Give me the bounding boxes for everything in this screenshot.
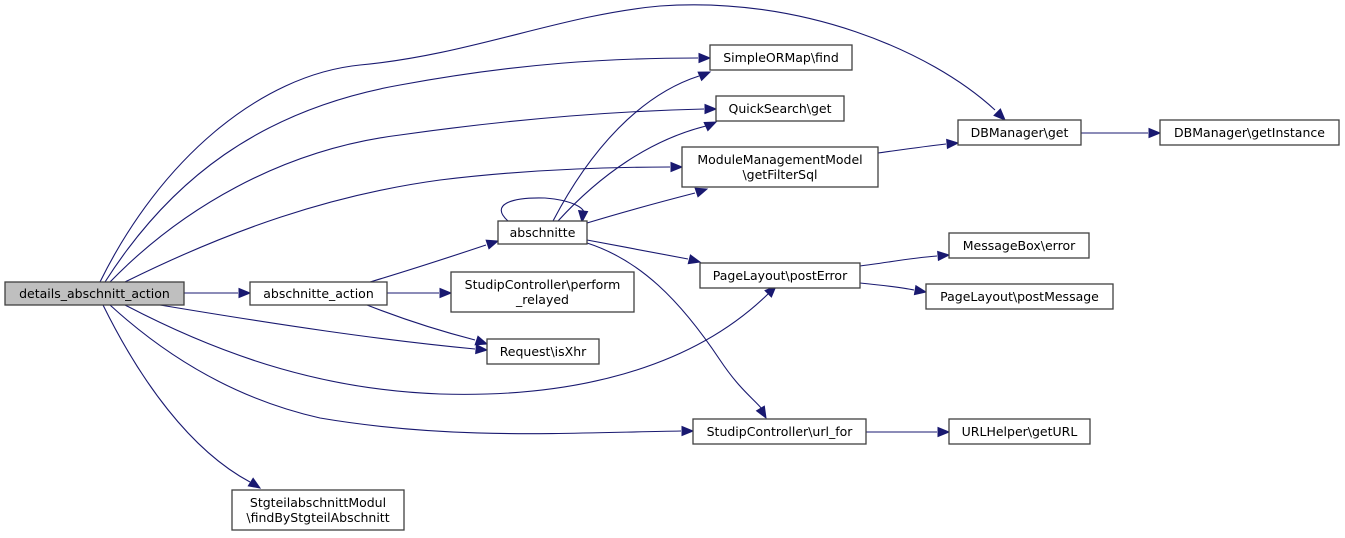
node-label: StgteilabschnittModul	[250, 495, 386, 510]
node-box[interactable]	[925, 283, 1114, 310]
node-studip_url_for[interactable]: StudipController\url_for	[692, 418, 867, 445]
edge-abschnitte-to-pagelayout_posterror	[586, 239, 689, 260]
node-abschnitte_action[interactable]: abschnitte_action	[249, 281, 388, 306]
node-label: \findByStgteilAbschnitt	[246, 510, 389, 525]
node-label: SimpleORMap\find	[723, 50, 839, 65]
node-label: MessageBox\error	[963, 238, 1076, 253]
node-label: PageLayout\postMessage	[940, 289, 1099, 304]
node-box[interactable]	[699, 262, 861, 289]
arrowhead-icon	[694, 187, 709, 198]
edge-details_abschnitt_action-to-pagelayout_posterror	[124, 293, 769, 395]
edge-details_abschnitt_action-to-simpleormap_find	[104, 57, 699, 283]
arrowhead-icon	[755, 405, 767, 420]
edge-abschnitte-to-mmm_getfiltersql	[586, 192, 696, 224]
arrowhead-icon	[474, 335, 489, 346]
node-abschnitte[interactable]: abschnitte	[497, 220, 588, 245]
edge-details_abschnitt_action-to-mmm_getfiltersql	[124, 166, 671, 283]
arrowhead-icon	[937, 426, 951, 438]
node-label: details_abschnitt_action	[19, 286, 170, 301]
node-request_isxhr[interactable]: Request\isXhr	[486, 338, 600, 365]
node-box[interactable]	[948, 232, 1090, 259]
node-box[interactable]	[497, 220, 588, 245]
node-label: PageLayout\postError	[713, 268, 848, 283]
node-box[interactable]	[249, 281, 388, 306]
arrowhead-icon	[698, 52, 712, 64]
arrowhead-icon	[687, 254, 702, 265]
arrowhead-icon	[238, 287, 252, 299]
edge-abschnitte_action-to-abschnitte	[369, 244, 487, 283]
node-box[interactable]	[709, 44, 853, 71]
edge-details_abschnitt_action-to-request_isxhr	[159, 304, 476, 350]
edge-mmm_getfiltersql-to-dbmanager_get	[877, 143, 947, 154]
node-label: abschnitte	[510, 225, 576, 240]
node-label: _relayed	[515, 292, 569, 307]
node-stgteil_find[interactable]: StgteilabschnittModul\findByStgteilAbsch…	[231, 489, 405, 531]
arrowhead-icon	[485, 239, 500, 250]
node-urlhelper_geturl[interactable]: URLHelper\getURL	[948, 418, 1091, 445]
edge-details_abschnitt_action-to-quicksearch_get	[109, 108, 705, 283]
node-box[interactable]	[4, 281, 185, 306]
node-studip_perform_relayed[interactable]: StudipController\perform_relayed	[450, 271, 635, 313]
node-details_abschnitt_action[interactable]: details_abschnitt_action	[4, 281, 185, 306]
node-label: abschnitte_action	[263, 286, 374, 301]
node-label: StudipController\url_for	[707, 424, 854, 439]
node-label: ModuleManagementModel	[697, 152, 862, 167]
node-box[interactable]	[957, 119, 1082, 146]
node-label: DBManager\get	[971, 125, 1069, 140]
node-label: StudipController\perform	[465, 277, 621, 292]
node-dbmanager_getinstance[interactable]: DBManager\getInstance	[1159, 119, 1340, 146]
arrowhead-icon	[697, 71, 712, 82]
edge-abschnitte-to-studip_url_for	[586, 242, 763, 410]
node-label: Request\isXhr	[500, 344, 587, 359]
edge-pagelayout_posterror-to-pagelayout_postmessage	[859, 282, 915, 291]
arrowhead-icon	[670, 161, 684, 173]
node-box[interactable]	[450, 271, 635, 313]
node-messagebox_error[interactable]: MessageBox\error	[948, 232, 1090, 259]
arrowhead-icon	[681, 425, 695, 437]
arrowhead-icon	[946, 138, 960, 150]
edge-pagelayout_posterror-to-messagebox_error	[859, 255, 938, 267]
edge-details_abschnitt_action-to-studip_url_for	[109, 304, 682, 435]
node-box[interactable]	[681, 146, 879, 188]
node-box[interactable]	[486, 338, 600, 365]
arrowhead-icon	[913, 284, 928, 296]
node-quicksearch_get[interactable]: QuickSearch\get	[715, 95, 845, 122]
node-box[interactable]	[948, 418, 1091, 445]
arrowhead-icon	[937, 250, 951, 262]
node-box[interactable]	[692, 418, 867, 445]
edge-details_abschnitt_action-to-stgteil_find	[102, 304, 251, 483]
edge-abschnitte_action-to-request_isxhr	[366, 304, 476, 341]
node-label: DBManager\getInstance	[1174, 125, 1325, 140]
node-box[interactable]	[231, 489, 405, 531]
arrowhead-icon	[703, 121, 718, 132]
arrowhead-icon	[1148, 127, 1162, 139]
arrowhead-icon	[439, 287, 453, 299]
edge-abschnitte-to-quicksearch_get	[557, 125, 707, 222]
node-mmm_getfiltersql[interactable]: ModuleManagementModel\getFilterSql	[681, 146, 879, 188]
edge-abschnitte-to-abschnitte	[500, 197, 585, 222]
arrowhead-icon	[475, 343, 489, 355]
arrowhead-icon	[704, 103, 718, 115]
arrowhead-icon	[577, 210, 589, 224]
node-label: URLHelper\getURL	[962, 424, 1078, 439]
edge-abschnitte-to-simpleormap_find	[552, 75, 700, 222]
node-pagelayout_postmessage[interactable]: PageLayout\postMessage	[925, 283, 1114, 310]
node-pagelayout_posterror[interactable]: PageLayout\postError	[699, 262, 861, 289]
arrowhead-icon	[993, 108, 1006, 121]
node-label: \getFilterSql	[742, 167, 817, 182]
node-dbmanager_get[interactable]: DBManager\get	[957, 119, 1082, 146]
node-label: QuickSearch\get	[728, 101, 831, 116]
arrowhead-icon	[247, 477, 262, 489]
edge-details_abschnitt_action-to-dbmanager_get	[99, 4, 996, 283]
node-box[interactable]	[1159, 119, 1340, 146]
node-simpleormap_find[interactable]: SimpleORMap\find	[709, 44, 853, 71]
node-box[interactable]	[715, 95, 845, 122]
